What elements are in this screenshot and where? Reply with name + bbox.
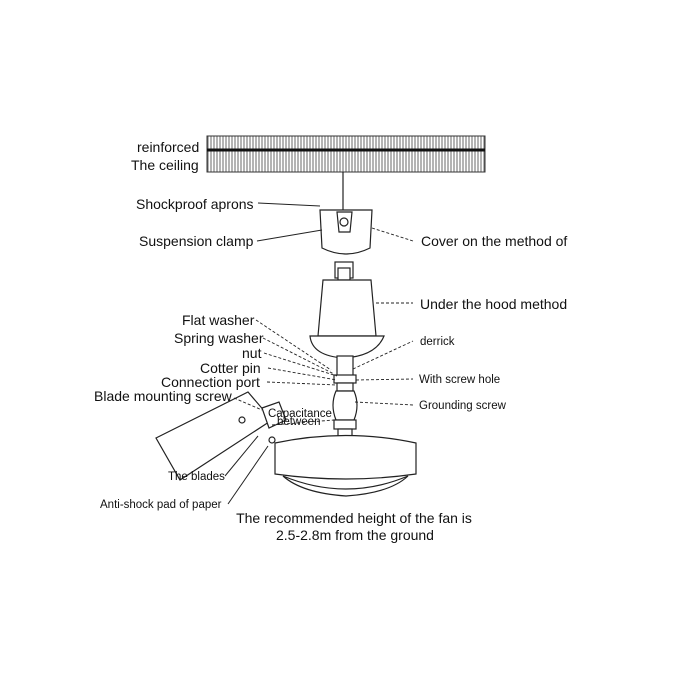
label-anti-shock-pad: Anti-shock pad of paper <box>100 499 222 511</box>
blade-assembly <box>155 391 287 481</box>
ceiling-beam <box>206 135 486 173</box>
label-cover: Cover on the method of <box>421 233 567 249</box>
motor-housing <box>274 434 417 497</box>
leader-lines <box>224 202 414 505</box>
label-ceiling: The ceiling <box>131 157 199 173</box>
derrick-rod <box>333 355 357 392</box>
connection-housing <box>332 390 358 439</box>
label-cotter-pin: Cotter pin <box>200 360 261 376</box>
rod-joint <box>334 261 354 281</box>
label-shockproof-aprons: Shockproof aprons <box>136 196 254 212</box>
label-hood: Under the hood method <box>420 296 567 312</box>
label-blades: The blades <box>168 471 225 483</box>
label-screw-hole: With screw hole <box>419 374 500 386</box>
label-between: between <box>277 416 320 428</box>
note-line-2: 2.5-2.8m from the ground <box>276 527 434 543</box>
label-flat-washer: Flat washer <box>182 312 255 328</box>
label-suspension-clamp: Suspension clamp <box>139 233 254 249</box>
label-grounding-screw: Grounding screw <box>419 400 507 412</box>
label-nut: nut <box>242 345 262 361</box>
label-spring-washer: Spring washer <box>174 330 264 346</box>
label-capacitance: Capacitance <box>268 408 332 420</box>
upper-canopy <box>319 209 373 255</box>
note-line-1: The recommended height of the fan is <box>236 510 472 526</box>
label-blade-mounting-screw: Blade mounting screw <box>94 388 233 404</box>
label-connection-port: Connection port <box>161 374 260 390</box>
lower-hood <box>309 279 385 359</box>
label-reinforced: reinforced <box>137 139 199 155</box>
label-derrick: derrick <box>420 336 455 348</box>
